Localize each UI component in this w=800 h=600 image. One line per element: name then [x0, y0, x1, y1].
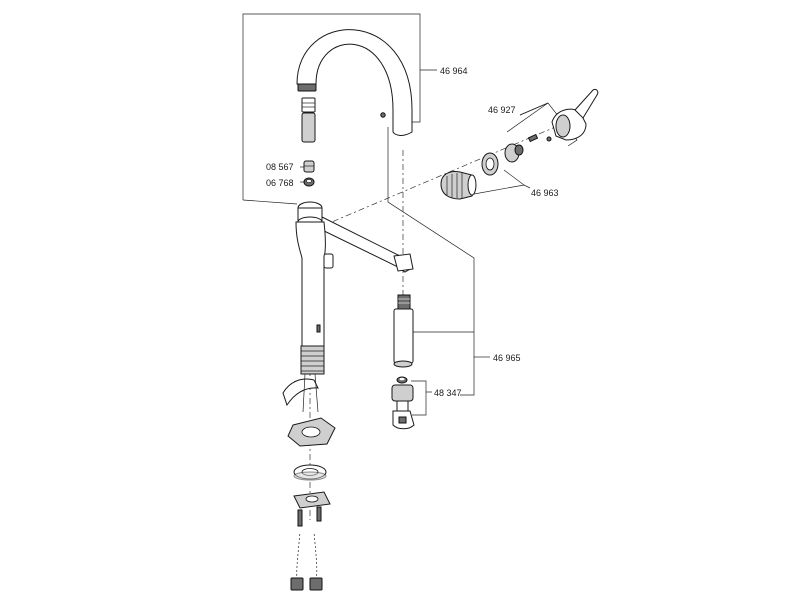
label-pull-out: 46 965 [493, 353, 521, 363]
cartridge-nut-part [481, 152, 499, 176]
lever-handle-part [551, 89, 599, 141]
ring-b-part [303, 177, 315, 187]
cartridge-part [440, 171, 477, 200]
spray-bracket [411, 380, 427, 416]
hose-flap [282, 378, 319, 407]
supply-hoses-part [290, 531, 323, 591]
label-lever: 46 927 [488, 105, 516, 115]
pullout-hose-part [393, 294, 414, 368]
tap-body-part [282, 201, 414, 413]
hose-connector-part [301, 97, 316, 143]
arm-holder [393, 253, 414, 272]
hose-nut-right [309, 577, 323, 591]
connector-top [301, 97, 316, 113]
label-spray-head: 48 347 [434, 388, 462, 398]
washer-part [293, 464, 327, 481]
lever-screw-part [527, 133, 552, 143]
axis-cartridge [319, 124, 561, 228]
spout-tip [297, 83, 317, 92]
lever-leader [519, 102, 549, 116]
ring-a-part [303, 160, 315, 173]
label-ring-b: 06 768 [266, 178, 294, 188]
screws-part [297, 506, 322, 527]
connector-body [301, 112, 316, 143]
part-labels: 46 964 46 927 46 963 46 965 48 347 08 56… [266, 66, 559, 398]
label-spout: 46 964 [440, 66, 468, 76]
spray-ring-part [396, 376, 408, 384]
pullout-connector [397, 294, 411, 310]
hose-nut-left [290, 577, 304, 591]
cartridge-cap-part [504, 143, 524, 163]
body-side-knob [323, 253, 334, 269]
clamp-plate-part [293, 491, 331, 509]
spout-part [296, 29, 413, 136]
body-main [295, 221, 326, 347]
pullout-bracket [387, 127, 475, 396]
spout-arc [296, 29, 413, 136]
gasket-part [287, 417, 336, 447]
pullout-sleeve [393, 308, 414, 364]
spray-head-part [391, 384, 415, 430]
cartridge-diag [503, 169, 525, 186]
spout-screw [380, 112, 386, 118]
lever-arm [574, 89, 599, 119]
spout-bracket [242, 13, 421, 200]
label-ring-a: 08 567 [266, 162, 294, 172]
body-thread [300, 345, 325, 375]
spout-bottom-tick [242, 199, 298, 205]
lever-diag [506, 102, 549, 133]
label-cartridge: 46 963 [531, 188, 559, 198]
